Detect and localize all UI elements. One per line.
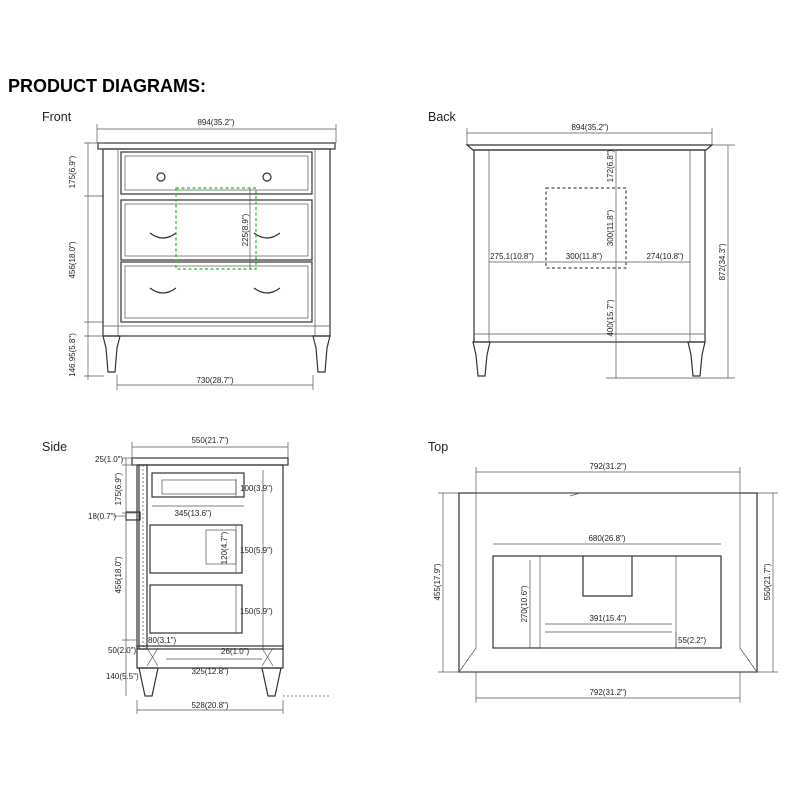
side-rail-26: 26(1.0") [221, 647, 250, 656]
back-top-gap: 172(6.8") [606, 149, 615, 182]
front-leg-right [312, 335, 331, 373]
front-width-dimension: 894(35.2") [96, 118, 337, 143]
front-view-label: Front [42, 110, 72, 124]
top-width-dimension: 792(31.2") [475, 462, 741, 493]
top-depth-right: 550(21.7") [763, 563, 772, 600]
front-inner-box [175, 187, 257, 270]
back-leg-left [472, 341, 491, 377]
top-width-label: 792(31.2") [589, 462, 626, 471]
top-inner-width: 680(26.8") [588, 534, 625, 543]
side-shelf-depth: 325(12.8") [191, 667, 228, 676]
front-inner-box-height: 225(8.9") [241, 213, 250, 246]
front-base-width-dimension: 730(28.7") [116, 375, 314, 390]
front-leg-height: 146.95(5.8") [68, 333, 77, 377]
front-drawers-height: 456(18.0") [68, 241, 77, 278]
front-leg-left [102, 335, 121, 373]
side-d3-height: 150(5.9") [240, 607, 273, 616]
back-cutout-width: 300(11.8") [566, 252, 603, 261]
side-leg-left [138, 667, 159, 697]
page-title: PRODUCT DIAGRAMS: [8, 76, 206, 96]
back-view: Back 894(35.2") 172(6.8") 300(11.8") 275… [428, 110, 735, 379]
back-right-width: 274(10.8") [646, 252, 683, 261]
top-inner-height: 270(10.6") [520, 585, 529, 622]
top-cabinet-drawing [458, 492, 758, 673]
top-width-bottom: 792(31.2") [589, 688, 626, 697]
side-view: Side 550(21.7") [42, 436, 330, 714]
side-drawer-top-height: 175(6.9") [114, 472, 123, 505]
back-cabinet-drawing [465, 144, 714, 377]
knob-icon-left [156, 172, 166, 182]
back-bottom-height: 400(15.7") [606, 299, 615, 336]
side-small-80: 80(3.1") [148, 636, 177, 645]
side-d1-height: 100(3.9") [240, 484, 273, 493]
front-cabinet-drawing [97, 142, 336, 373]
side-d1-depth: 345(13.6") [174, 509, 211, 518]
back-total-height: 872(34.3") [718, 243, 727, 280]
front-view: Front 894(35.2") [42, 110, 337, 390]
side-rail-50: 50(2.0") [108, 646, 137, 655]
front-left-dimensions: 175(6.9") 456(18.0") 146.95(5.8") [68, 142, 104, 380]
top-depth-left: 455(17.9") [433, 563, 442, 600]
side-depth-label: 550(21.7") [191, 436, 228, 445]
front-base-width-label: 730(28.7") [196, 376, 233, 385]
side-leg-right [261, 667, 282, 697]
side-lower-height: 456(18.0") [114, 556, 123, 593]
side-d2-height: 150(5.9") [240, 546, 273, 555]
back-cutout-height: 300(11.8") [606, 209, 615, 246]
back-left-width: 275.1(10.8") [490, 252, 534, 261]
side-d2-inner: 120(4.7") [220, 531, 229, 564]
pull-icon-1 [149, 232, 177, 239]
front-width-label: 894(35.2") [197, 118, 234, 127]
side-top-thickness: 25(1.0") [95, 455, 124, 464]
knob-icon-right [262, 172, 272, 182]
side-leg-height: 140(5.5") [106, 672, 139, 681]
top-shelf-width: 391(15.4") [589, 614, 626, 623]
top-view: Top 792(31.2") 680(26.8") 455(17.9 [428, 440, 778, 703]
side-cabinet-drawing [125, 457, 289, 697]
front-top-drawer-height: 175(6.9") [68, 155, 77, 188]
top-dimensions: 680(26.8") 455(17.9") 550(21.7") 270(10.… [433, 492, 778, 703]
back-leg-right [687, 341, 706, 377]
top-view-label: Top [428, 440, 448, 454]
side-dimensions: 25(1.0") 175(6.9") 456(18.0") 18(0.7") 1… [88, 455, 330, 714]
back-width-label: 894(35.2") [571, 123, 608, 132]
back-view-label: Back [428, 110, 457, 124]
back-dimensions: 172(6.8") 300(11.8") 275.1(10.8") 300(11… [489, 144, 735, 379]
side-view-label: Side [42, 440, 67, 454]
side-thickness: 18(0.7") [88, 512, 117, 521]
back-width-dimension: 894(35.2") [466, 123, 713, 145]
pull-icon-4 [253, 287, 281, 294]
top-rail-55: 55(2.2") [678, 636, 707, 645]
pull-icon-2 [253, 232, 281, 239]
pull-icon-3 [149, 287, 177, 294]
back-cutout [545, 187, 627, 269]
side-depth-dimension: 550(21.7") [131, 436, 289, 458]
side-base-depth: 528(20.8") [191, 701, 228, 710]
